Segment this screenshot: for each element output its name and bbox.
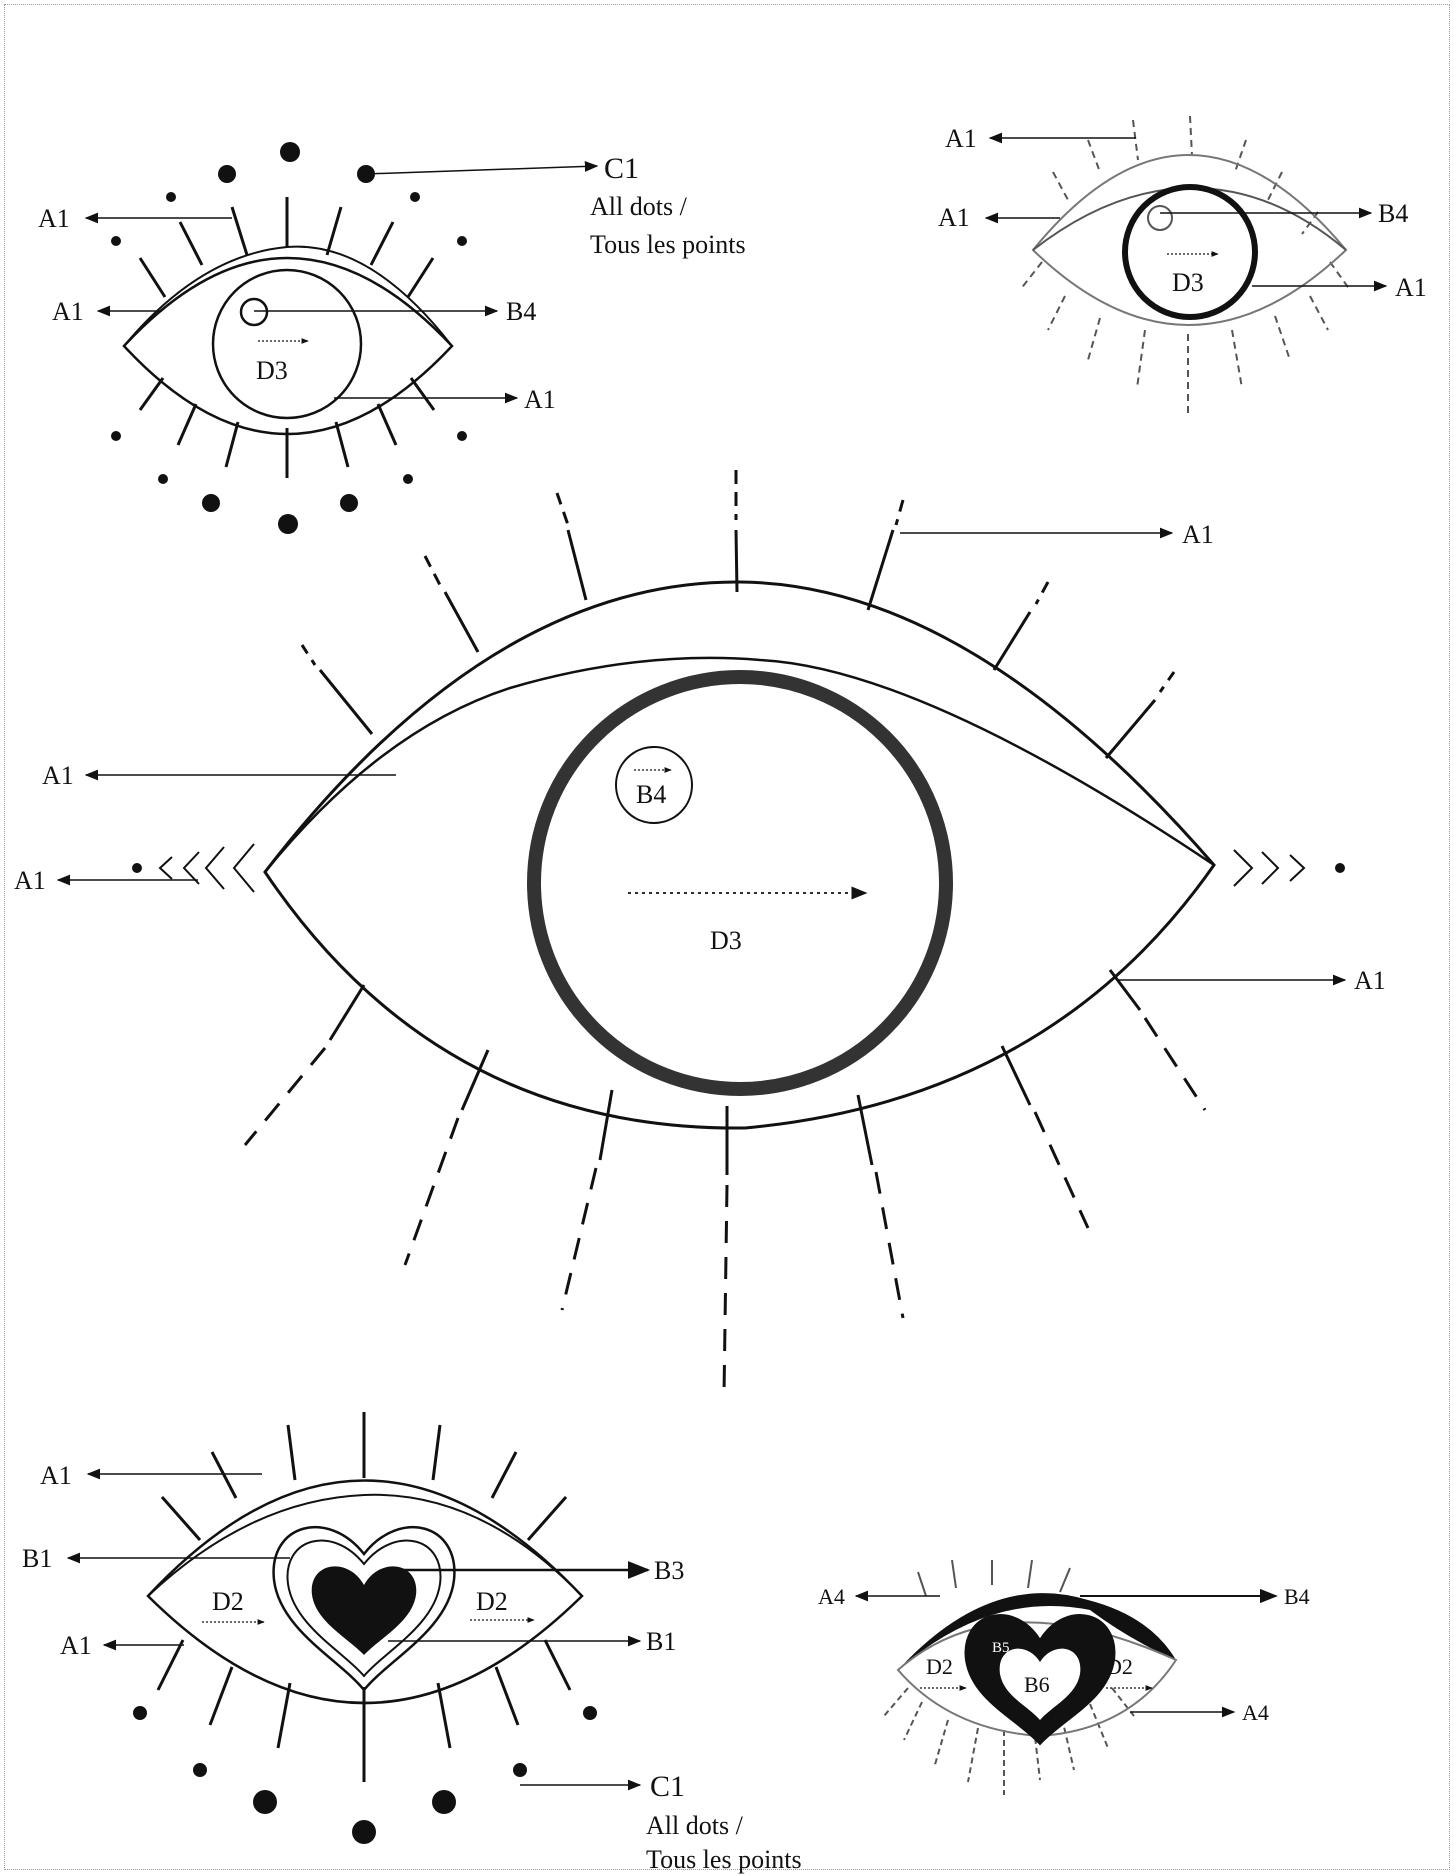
label-d3: D3 bbox=[1172, 268, 1204, 297]
eye-bottom-left: A1 B1 A1 B3 B1 D2 D2 C1 All dots / Tous … bbox=[22, 1412, 802, 1874]
eye-top-right: A1 A1 B4 A1 D3 bbox=[938, 116, 1427, 418]
label-all-dots: All dots / bbox=[646, 1811, 744, 1840]
eye-bottom-right: A4 B4 A4 D2 D2 B5 B6 bbox=[818, 1560, 1310, 1795]
label-b4: B4 bbox=[636, 780, 666, 809]
eye-center-iris bbox=[534, 677, 946, 1089]
eye-center-right-dot bbox=[1335, 863, 1345, 873]
label-a1: A1 bbox=[42, 761, 74, 790]
label-all-dots: All dots / bbox=[590, 192, 688, 221]
label-a1: A1 bbox=[38, 204, 70, 233]
label-a4: A4 bbox=[818, 1584, 845, 1609]
label-a1: A1 bbox=[938, 203, 970, 232]
eye-center-left-chevrons bbox=[160, 844, 254, 892]
label-b1: B1 bbox=[22, 1544, 52, 1573]
label-b1: B1 bbox=[646, 1627, 676, 1656]
eye-top-left: C1 All dots / Tous les points A1 A1 B4 A… bbox=[38, 142, 746, 534]
label-a4: A4 bbox=[1242, 1700, 1269, 1725]
label-b3: B3 bbox=[654, 1556, 684, 1585]
eye-center-left-dot bbox=[132, 863, 142, 873]
label-b4: B4 bbox=[1284, 1584, 1310, 1609]
eye-top-right-iris bbox=[1125, 187, 1255, 317]
label-d2: D2 bbox=[476, 1587, 508, 1616]
label-a1: A1 bbox=[524, 385, 556, 414]
label-d3: D3 bbox=[256, 356, 288, 385]
label-a1: A1 bbox=[1182, 520, 1214, 549]
label-d2: D2 bbox=[212, 1587, 244, 1616]
label-d3: D3 bbox=[710, 926, 742, 955]
label-tous-les-points: Tous les points bbox=[646, 1845, 802, 1874]
label-d2: D2 bbox=[926, 1654, 953, 1679]
eye-center-upper-lashes bbox=[302, 470, 1174, 758]
label-tous-les-points: Tous les points bbox=[590, 230, 746, 259]
label-a1: A1 bbox=[40, 1461, 72, 1490]
eye-top-left-iris bbox=[213, 270, 361, 418]
label-a1: A1 bbox=[14, 866, 46, 895]
eye-center-lower-lashes bbox=[245, 970, 1205, 1395]
label-a1: A1 bbox=[1354, 966, 1386, 995]
eye-center-right-chevrons bbox=[1234, 850, 1304, 886]
label-d2: D2 bbox=[1106, 1654, 1133, 1679]
label-a1: A1 bbox=[1395, 273, 1427, 302]
label-a1: A1 bbox=[52, 297, 84, 326]
eye-top-left-highlight bbox=[241, 299, 267, 325]
eye-top-left-lashes bbox=[140, 197, 434, 478]
label-a1: A1 bbox=[60, 1631, 92, 1660]
label-a1: A1 bbox=[945, 124, 977, 153]
eye-center: A1 A1 A1 A1 D3 B4 bbox=[14, 470, 1386, 1395]
label-b6: B6 bbox=[1024, 1672, 1050, 1697]
label-b4: B4 bbox=[1378, 199, 1408, 228]
label-b4: B4 bbox=[506, 297, 536, 326]
eye-top-right-highlight bbox=[1148, 206, 1172, 230]
label-c1: C1 bbox=[604, 152, 639, 185]
label-b5: B5 bbox=[992, 1640, 1010, 1656]
label-c1: C1 bbox=[650, 1770, 685, 1803]
eye-top-right-lashes bbox=[1020, 116, 1350, 418]
eye-top-left-dots bbox=[111, 142, 467, 534]
